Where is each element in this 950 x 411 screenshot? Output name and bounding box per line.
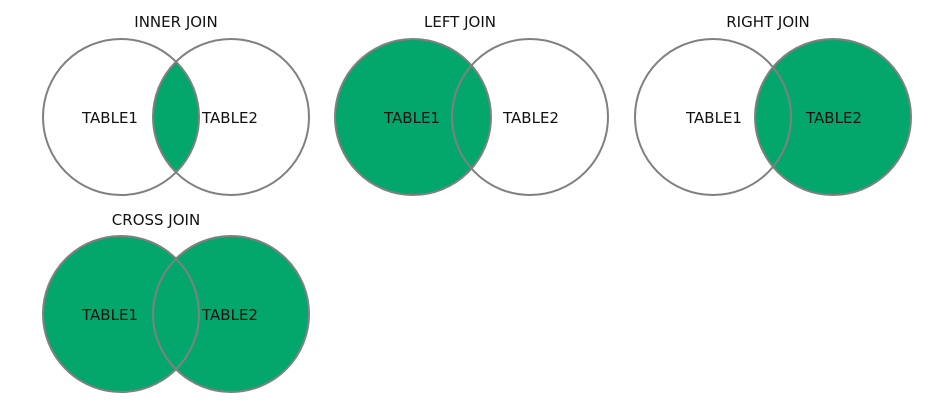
table1-label: TABLE1 <box>685 109 742 127</box>
venn-svg: CROSS JOIN TABLE1 TABLE2 <box>42 211 310 393</box>
table2-circle <box>152 235 310 393</box>
venn-diagram-inner-join: INNER JOIN TABLE1 TABLE2 <box>20 0 320 200</box>
right-only-region <box>153 39 309 195</box>
table1-circle <box>634 38 792 196</box>
diagram-title: RIGHT JOIN <box>726 13 810 31</box>
left-only-region <box>43 236 199 392</box>
table2-circle <box>152 38 310 196</box>
table1-label: TABLE1 <box>383 109 440 127</box>
venn-svg: LEFT JOIN TABLE1 TABLE2 <box>334 13 609 196</box>
table1-circle <box>42 235 200 393</box>
table1-circle <box>42 38 200 196</box>
right-only-region <box>153 236 309 392</box>
left-only-region <box>635 39 791 195</box>
table2-circle <box>451 38 609 196</box>
left-only-region <box>335 39 491 195</box>
table2-label: TABLE2 <box>502 109 559 127</box>
venn-diagram-right-join: RIGHT JOIN TABLE1 TABLE2 <box>625 0 925 200</box>
venn-svg: RIGHT JOIN TABLE1 TABLE2 <box>634 13 912 196</box>
venn-diagram-cross-join: CROSS JOIN TABLE1 TABLE2 <box>20 200 320 400</box>
table2-circle <box>754 38 912 196</box>
left-only-region <box>43 39 199 195</box>
table1-label: TABLE1 <box>81 109 138 127</box>
right-only-region <box>452 39 608 195</box>
venn-svg: INNER JOIN TABLE1 TABLE2 <box>42 13 310 196</box>
table1-circle <box>334 38 492 196</box>
diagram-title: INNER JOIN <box>134 13 217 31</box>
right-only-region <box>755 39 911 195</box>
venn-diagram-left-join: LEFT JOIN TABLE1 TABLE2 <box>322 0 622 200</box>
table2-label: TABLE2 <box>805 109 862 127</box>
table2-label: TABLE2 <box>201 109 258 127</box>
diagram-title: CROSS JOIN <box>112 211 200 229</box>
diagram-title: LEFT JOIN <box>424 13 496 31</box>
table1-label: TABLE1 <box>81 306 138 324</box>
table2-label: TABLE2 <box>201 306 258 324</box>
